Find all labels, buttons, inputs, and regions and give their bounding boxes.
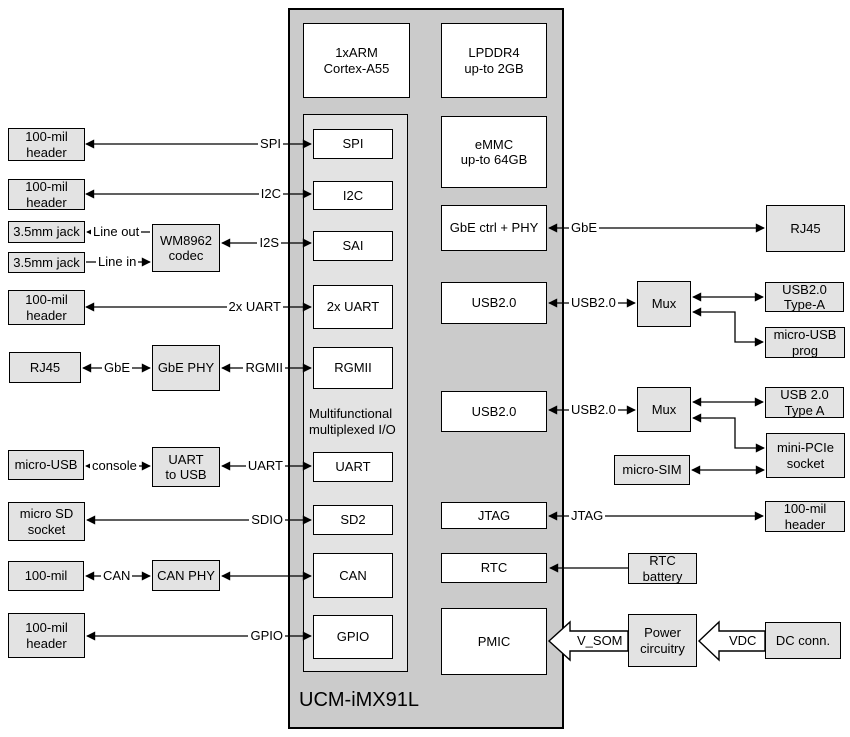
v-som-label: V_SOM — [577, 633, 623, 648]
header-spi-box: 100-mil header — [8, 128, 85, 161]
mux-2-box: Mux — [637, 387, 691, 432]
sai-box: SAI — [313, 231, 393, 261]
mux-1-box: Mux — [637, 281, 691, 327]
usb-2-bus-label: USB2.0 — [569, 402, 618, 418]
jack-line-out-box: 3.5mm jack — [8, 221, 85, 243]
gpio-bus-label: GPIO — [248, 628, 285, 644]
i2c-bus-label: I2C — [258, 186, 283, 202]
gbe-left-label: GbE — [102, 360, 133, 376]
micro-usb-prog-box: micro-USB prog — [765, 327, 845, 358]
lpddr4-box: LPDDR4 up-to 2GB — [441, 23, 547, 98]
rj45-right-box: RJ45 — [766, 205, 845, 252]
i2c-box: I2C — [313, 181, 393, 210]
uart-2x-box: 2x UART — [313, 285, 393, 329]
console-label: console — [90, 458, 139, 474]
mux2-mini-pcie-line — [692, 413, 765, 453]
micro-usb-box: micro-USB — [8, 450, 84, 480]
mux1-micro-usb-prog-line — [692, 307, 764, 347]
usb-type-a-2-box: USB 2.0 Type A — [765, 387, 844, 418]
usb-1-bus-label: USB2.0 — [569, 295, 618, 311]
jack-line-in-box: 3.5mm jack — [8, 252, 85, 273]
usb-2-box: USB2.0 — [441, 391, 547, 432]
usb-type-a-1-box: USB2.0 Type-A — [765, 282, 844, 312]
i2s-bus-label: I2S — [257, 235, 281, 251]
gbe-right-label: GbE — [569, 220, 600, 236]
arm-core-box: 1xARM Cortex-A55 — [303, 23, 410, 98]
uart-to-usb-box: UART to USB — [152, 447, 220, 487]
usb-1-box: USB2.0 — [441, 282, 547, 324]
spi-box: SPI — [313, 129, 393, 159]
rtc-box: RTC — [441, 553, 547, 583]
micro-sim-box: micro-SIM — [614, 455, 690, 485]
pmic-box: PMIC — [441, 608, 547, 675]
header-gpio-box: 100-mil header — [8, 613, 85, 658]
gpio-box: GPIO — [313, 615, 393, 659]
gbe-phy-box: GbE PHY — [152, 345, 220, 391]
vdc-label: VDC — [729, 633, 757, 648]
sd2-box: SD2 — [313, 505, 393, 535]
header-i2c-box: 100-mil header — [8, 179, 85, 210]
sdio-bus-label: SDIO — [249, 512, 285, 528]
som-title: UCM-iMX91L — [299, 689, 420, 711]
jtag-bus-label: JTAG — [569, 508, 606, 524]
can-phy-box: CAN PHY — [152, 560, 220, 591]
mini-pcie-socket-box: mini-PCIe socket — [766, 433, 845, 478]
emmc-box: eMMC up-to 64GB — [441, 116, 547, 188]
micro-sd-socket-box: micro SD socket — [8, 502, 85, 541]
can-bus-label: CAN — [101, 568, 133, 584]
rgmii-bus-label: RGMII — [243, 360, 285, 376]
rtc-battery-box: RTC battery — [628, 553, 697, 584]
line-out-label: Line out — [91, 224, 142, 240]
multiplexed-io-label: Multifunctional multiplexed I/O — [309, 406, 396, 437]
rgmii-box: RGMII — [313, 347, 393, 389]
wm8962-codec-box: WM8962 codec — [152, 224, 220, 272]
power-circuitry-box: Power circuitry — [628, 614, 697, 667]
header-can-box: 100-mil — [8, 561, 84, 591]
uart-box: UART — [313, 452, 393, 482]
uart-2x-bus-label: 2x UART — [226, 299, 283, 315]
gbe-ctrl-phy-box: GbE ctrl + PHY — [441, 205, 547, 251]
rj45-left-box: RJ45 — [9, 352, 81, 383]
dc-conn-box: DC conn. — [765, 622, 841, 659]
header-uart-box: 100-mil header — [8, 290, 85, 325]
header-jtag-box: 100-mil header — [765, 501, 845, 532]
spi-bus-label: SPI — [258, 136, 283, 152]
line-in-label: Line in — [96, 254, 139, 270]
jtag-box: JTAG — [441, 502, 547, 529]
can-box: CAN — [313, 553, 393, 598]
uart-bus-label: UART — [245, 458, 285, 474]
